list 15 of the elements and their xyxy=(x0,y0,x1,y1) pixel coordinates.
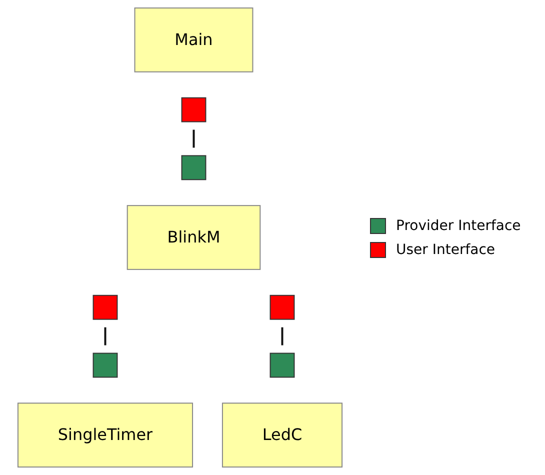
connector-line xyxy=(281,327,284,346)
user-port-square xyxy=(181,97,206,122)
user-port-square xyxy=(270,294,295,320)
provider-port-square xyxy=(270,352,295,378)
provider-port-square xyxy=(92,352,118,378)
connector-line xyxy=(192,130,195,148)
connector-line xyxy=(104,327,106,346)
legend-text: Provider Interface xyxy=(396,218,521,234)
component-box: Main xyxy=(134,7,254,72)
user-port-square xyxy=(92,294,118,320)
component-box: SingleTimer xyxy=(17,402,194,468)
legend-text: User Interface xyxy=(396,242,496,258)
provider-port-square xyxy=(181,155,206,180)
component-box: LedC xyxy=(222,402,343,468)
component-box: BlinkM xyxy=(126,205,261,270)
